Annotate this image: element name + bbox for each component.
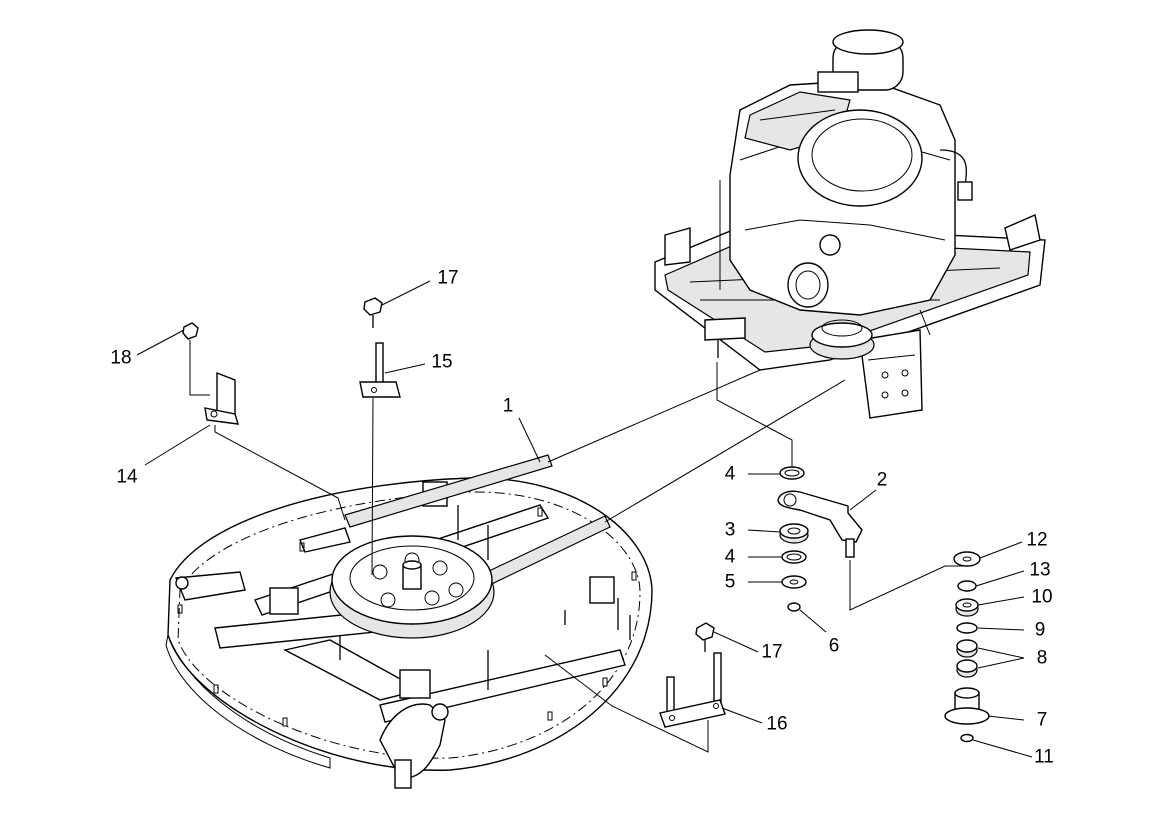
- callout-5: 5: [724, 571, 736, 593]
- mower-deck: [165, 454, 653, 789]
- part-14-bracket: [204, 371, 346, 521]
- callout-10: 10: [1031, 586, 1053, 608]
- callout-1: 1: [502, 395, 514, 417]
- callout-18: 18: [110, 347, 132, 369]
- callout-11: 11: [1034, 746, 1054, 768]
- part-18-nut: [182, 322, 210, 396]
- callout-7: 7: [1036, 709, 1048, 731]
- part-17-bolt-top: [363, 297, 383, 576]
- callout-leader-lines: [136, 280, 1033, 758]
- callout-4-upper: 4: [724, 463, 736, 485]
- callout-3: 3: [724, 519, 736, 541]
- part-15-bracket: [359, 342, 401, 398]
- callout-16: 16: [766, 713, 788, 735]
- part-2-idler-arm: [777, 490, 863, 558]
- callout-9: 9: [1034, 619, 1046, 641]
- parts-7-13-bearing-stack: [944, 551, 990, 743]
- callout-12: 12: [1026, 529, 1048, 551]
- callout-2: 2: [876, 469, 888, 491]
- callout-13: 13: [1029, 559, 1051, 581]
- belt-routing-lines: [547, 369, 846, 523]
- parts-3-6-hardware-stack: [716, 362, 966, 612]
- callout-8: 8: [1036, 647, 1048, 669]
- callout-6: 6: [828, 635, 840, 657]
- part-17-bolt-bottom: [695, 622, 715, 652]
- callout-17-top: 17: [437, 267, 459, 289]
- callout-14: 14: [116, 466, 138, 488]
- engine-assembly: [654, 29, 1046, 419]
- callout-4-lower: 4: [724, 546, 736, 568]
- callout-15: 15: [431, 351, 453, 373]
- callout-17-bottom: 17: [761, 641, 783, 663]
- part-16-bracket: [544, 652, 726, 753]
